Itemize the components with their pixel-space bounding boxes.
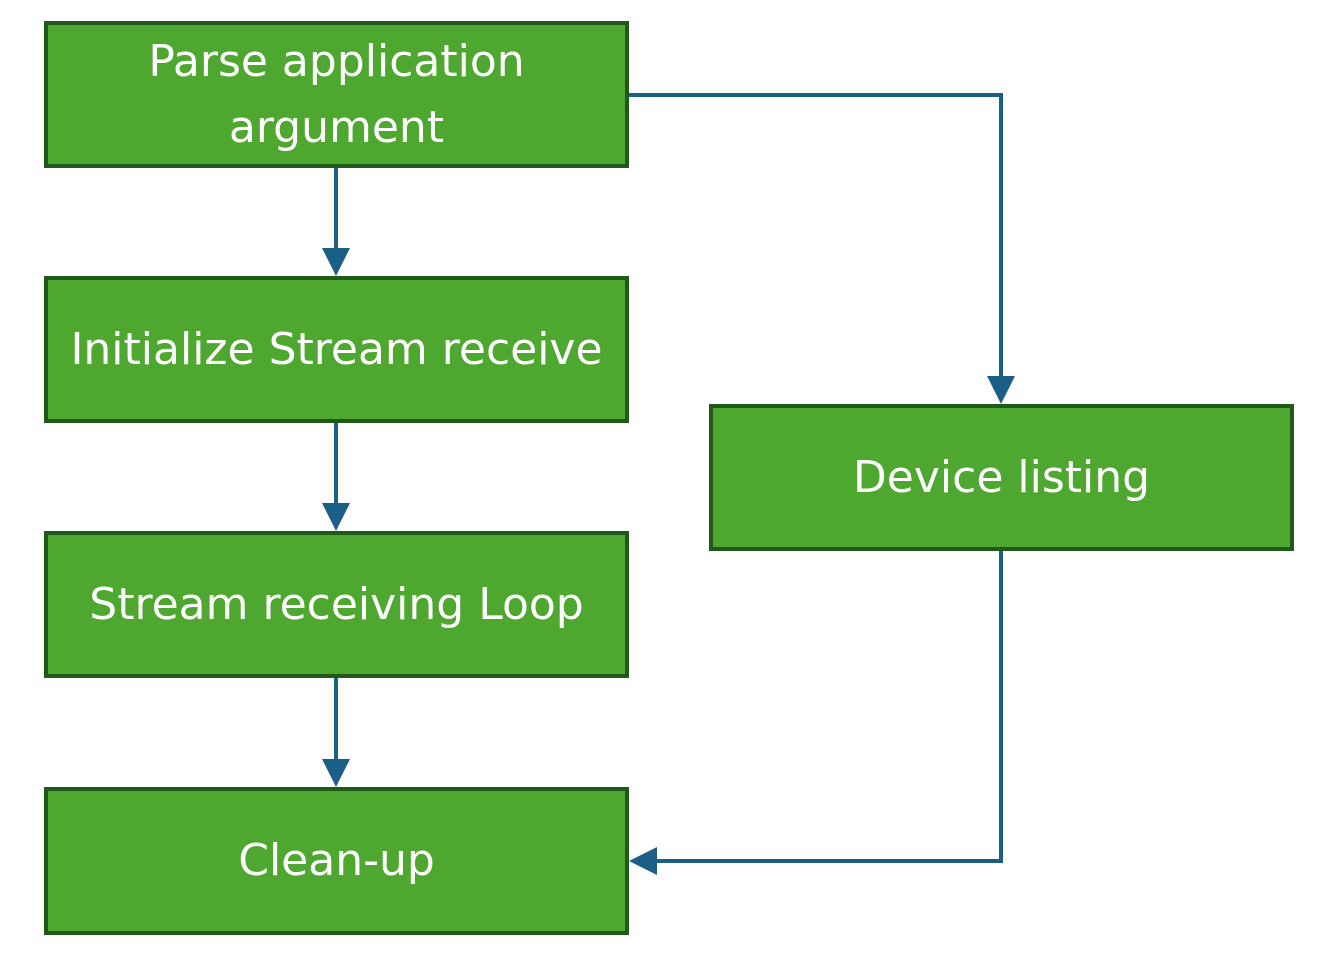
cleanup-label: Clean-up — [238, 835, 435, 886]
device-listing-label: Device listing — [852, 451, 1151, 503]
initialize-stream-label: Initialize Stream receive — [70, 323, 603, 375]
arrow-device-to-cleanup — [629, 551, 1003, 875]
stream-loop-node: Stream receiving Loop — [44, 531, 629, 678]
stream-loop-label: Stream receiving Loop — [89, 578, 584, 630]
initialize-stream-node: Initialize Stream receive — [44, 276, 629, 423]
cleanup-node: Clean-up — [44, 787, 629, 935]
parse-argument-node: Parse application argument — [44, 21, 629, 168]
arrow-parse-to-device — [629, 93, 1015, 404]
parse-argument-label: Parse application argument — [148, 35, 525, 153]
device-listing-node: Device listing — [709, 404, 1294, 551]
